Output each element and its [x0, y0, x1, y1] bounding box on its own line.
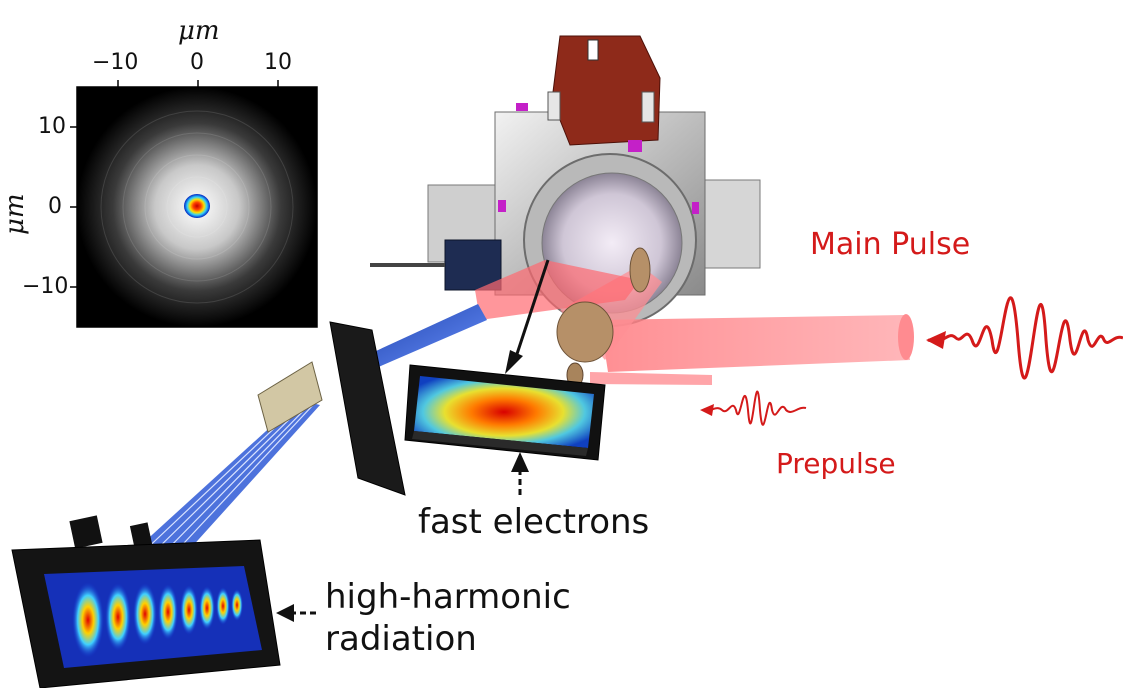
actuator-block — [444, 239, 502, 291]
main-pulse-waveform — [927, 296, 1123, 380]
main-pulse-arrowhead — [926, 331, 946, 349]
filter-block — [257, 361, 323, 433]
detector-tab-2 — [129, 522, 153, 548]
inset-x-tick-0: 0 — [190, 50, 204, 75]
main-beam-end — [898, 314, 914, 360]
harmonic-beam — [130, 304, 487, 560]
screw-left — [547, 91, 561, 121]
detector-tab-1 — [69, 515, 103, 549]
focal-spot-core — [184, 194, 210, 218]
screw-right — [641, 91, 655, 123]
inset-x-tick-neg10: −10 — [92, 50, 139, 75]
inset-y-tick-10: 10 — [38, 114, 66, 139]
hhg-label-line1: high-harmonic — [325, 577, 571, 617]
electron-path-arrow — [513, 259, 550, 361]
hhg-label-line2: radiation — [325, 619, 477, 659]
hhg-arrow — [276, 604, 316, 622]
focus-cone — [475, 260, 640, 320]
prepulse-label: Prepulse — [776, 447, 896, 480]
prepulse-beam — [590, 372, 712, 385]
inset-x-tick-10: 10 — [264, 50, 292, 75]
electron-arrowhead — [505, 350, 523, 374]
harmonic-beam-upper — [352, 304, 487, 375]
main-beam-cylinder — [600, 315, 910, 372]
top-mount-slot — [587, 39, 599, 61]
off-axis-parabola — [556, 301, 614, 363]
electron-detector-screen — [414, 376, 594, 448]
aperture-plate — [329, 321, 406, 496]
fast-electrons-label: fast electrons — [418, 502, 650, 542]
focal-spot-inset — [70, 80, 318, 328]
fast-electrons-arrow — [511, 452, 529, 495]
magenta-part-1 — [516, 103, 528, 111]
harmonic-beam-lines — [139, 401, 315, 559]
prepulse-arrowhead — [700, 404, 714, 416]
inset-tick-marks — [70, 80, 279, 288]
inset-y-axis-label: μm — [0, 193, 30, 235]
focal-spot-rings — [100, 110, 294, 304]
main-pulse-label: Main Pulse — [810, 227, 971, 262]
magenta-part-3 — [498, 200, 506, 212]
magenta-part-2 — [628, 140, 642, 152]
mirror-upper — [629, 247, 651, 293]
magenta-part-4 — [692, 202, 699, 214]
harmonic-beam-fan — [130, 400, 320, 560]
top-mount-red — [551, 35, 661, 146]
electron-detector — [404, 364, 606, 461]
harmonic-detector — [11, 515, 281, 688]
inset-y-tick-neg10: −10 — [22, 274, 69, 299]
inset-x-axis-label: μm — [178, 16, 220, 46]
harmonic-orders — [72, 582, 243, 658]
inset-y-tick-0: 0 — [48, 194, 62, 219]
electron-detector-side — [412, 431, 588, 456]
prepulse-waveform — [703, 390, 807, 426]
